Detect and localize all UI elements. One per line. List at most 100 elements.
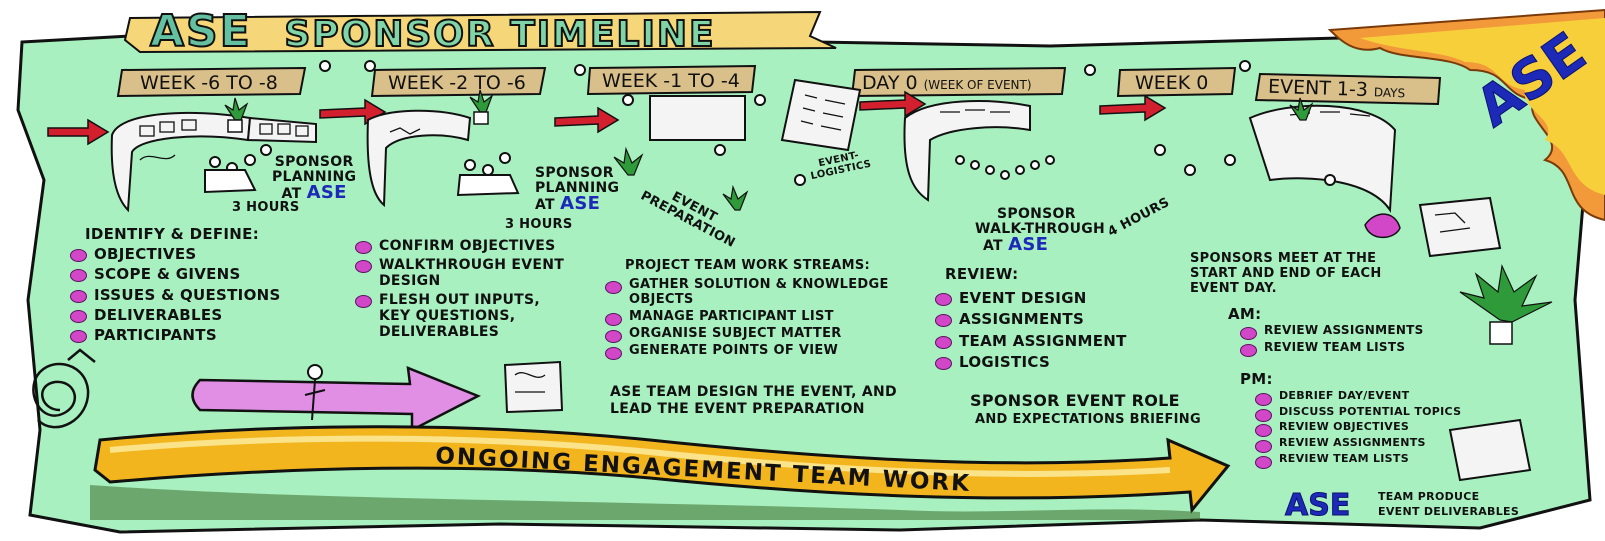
scene-2-line2: PLANNING [535,179,620,196]
scene-wall-1 [110,111,252,213]
list-item: FLESH OUT INPUTS, KEY QUESTIONS, DELIVER… [355,292,569,340]
red-arrow-4 [859,90,927,118]
col2-list: CONFIRM OBJECTIVES WALKTHROUGH EVENT DES… [355,238,579,341]
list-item: REVIEW OBJECTIVES [1255,420,1461,438]
red-arrow-1 [47,118,110,146]
bullet-icon [1255,455,1272,469]
footer-line2: EVENT DELIVERABLES [1378,505,1520,518]
bullet-icon [70,309,87,323]
walkthrough-ase: ASE [1008,234,1049,256]
bullet-icon [1255,393,1272,406]
bullet-icon [70,289,87,303]
phase-banner-5 [1116,66,1237,98]
col4-heading: REVIEW: [945,265,1019,283]
phase-label-1: WEEK -6 TO -8 [140,72,278,94]
list-item: REVIEW TEAM LISTS [1240,340,1424,357]
bullet-icon [1255,424,1272,438]
col5-intro: SPONSORS MEET AT THE START AND END OF EA… [1190,251,1382,296]
bullet-icon [355,241,372,254]
phase-label-3: WEEK -1 TO -4 [602,70,740,92]
plant-2 [469,89,494,113]
list-item: DELIVERABLES [70,306,281,324]
clipboard [780,78,862,152]
bullet-icon [1240,327,1257,340]
col4-note-title: SPONSOR EVENT ROLE [970,391,1180,410]
people-group-2 [456,152,520,197]
bullet-icon [1255,439,1272,453]
scene-1-line1: SPONSOR [274,154,354,170]
red-arrow-5 [1099,94,1167,122]
title-banner [123,10,837,54]
footer-line1: TEAM PRODUCE [1378,490,1480,503]
plant-4 [722,184,749,211]
col5-pm-list: DEBRIEF DAY/EVENT DISCUSS POTENTIAL TOPI… [1255,389,1461,469]
col3-heading: PROJECT TEAM WORK STREAMS: [625,258,870,273]
scene-2-label: SPONSOR PLANNING AT ASE [535,166,619,214]
list-item: GATHER SOLUTION & KNOWLEDGE OBJECTS [605,277,929,308]
bullet-icon [605,312,622,326]
list-item: ASSIGNMENTS [935,311,1127,328]
list-item: REVIEW ASSIGNMENTS [1255,436,1461,453]
title-rest: SPONSOR TIMELINE [283,13,716,56]
list-item: TEAM ASSIGNMENT [935,332,1127,350]
bullet-icon [355,260,372,274]
scene-wall-2 [366,109,472,208]
bullet-icon [1255,408,1272,422]
people-group-1 [204,144,272,194]
list-item: REVIEW TEAM LISTS [1255,452,1461,469]
people-group-4 [955,155,1055,180]
footer-ase: ASE [1284,488,1351,524]
people-group-5 [1154,144,1336,186]
col4-list: EVENT DESIGN ASSIGNMENTS TEAM ASSIGNMENT… [935,289,1127,371]
col1-heading: IDENTIFY & DEFINE: [85,225,260,243]
red-arrow-3 [554,106,620,134]
col4-note-sub: AND EXPECTATIONS BRIEFING [975,412,1201,427]
phase-banner-6 [1254,72,1442,106]
phase-6-small: DAYS [1373,85,1406,101]
phase-4-small: (WEEK OF EVENT) [923,78,1032,92]
scene-1-hours: 3 HOURS [232,200,300,215]
scene-wall-6 [1248,104,1397,214]
list-item: ORGANISE SUBJECT MATTER [605,326,929,343]
bullet-icon [70,269,87,283]
flipchart-bottom-right [1448,418,1532,482]
scene-2-line3: AT [535,197,555,214]
ongoing-gold-arrow [93,425,1231,514]
phase-label-4: DAY 0 (WEEK OF EVENT) [862,72,1032,94]
list-item: EVENT DESIGN [935,289,1127,307]
scene-1-line2: PLANNING [272,168,357,185]
bullet-icon [605,329,622,343]
list-item: REVIEW ASSIGNMENTS [1240,323,1424,340]
bullet-icon [605,281,622,294]
list-item: PARTICIPANTS [70,326,281,344]
bullet-icon [605,346,622,360]
phase-4-main: DAY 0 [862,72,918,94]
flipchart-left [503,360,564,414]
bullet-icon [70,330,87,343]
plant-5 [1289,97,1314,121]
bullet-icon [935,335,952,349]
bullet-icon [935,356,952,370]
people-group-3 [622,94,806,186]
flipchart-right [1418,196,1502,258]
bullet-icon [70,249,87,262]
page-title: ASE SPONSOR TIMELINE [149,5,716,58]
col3-note: ASE TEAM DESIGN THE EVENT, AND LEAD THE … [610,384,897,417]
bullet-icon [935,314,952,328]
scene-1-label: SPONSOR PLANNING AT ASE [272,155,356,203]
scene-1-ase: ASE [306,182,347,204]
scene-board-3 [649,95,746,141]
list-item: ISSUES & QUESTIONS [70,286,281,304]
scene-2-line1: SPONSOR [535,165,614,181]
pink-arrow [191,366,482,433]
col5-am-list: REVIEW ASSIGNMENTS REVIEW TEAM LISTS [1240,323,1424,357]
scene-wall-4 [903,100,1031,202]
bullet-icon [355,295,372,309]
phase-label-2: WEEK -2 TO -6 [388,72,526,94]
col3-list: GATHER SOLUTION & KNOWLEDGE OBJECTS MANA… [605,277,929,360]
walkthrough-line2: WALK-THROUGH [975,220,1106,237]
title-ase: ASE [149,5,252,58]
grass-shadow [90,485,1200,520]
phase-label-5: WEEK 0 [1135,72,1209,94]
pink-chair [1364,213,1401,239]
